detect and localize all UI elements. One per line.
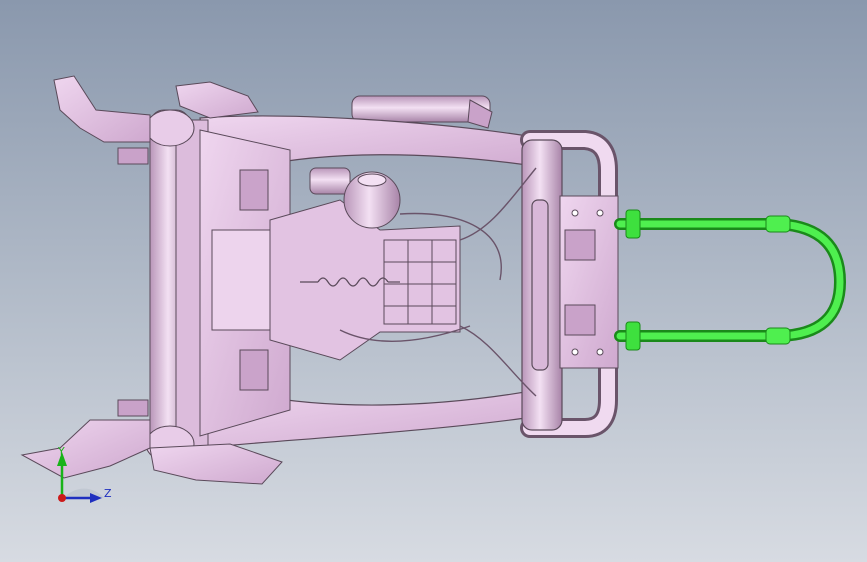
triad-y-label: Y bbox=[57, 445, 65, 458]
bowden-cables[interactable] bbox=[339, 167, 537, 397]
front-cross-tube[interactable] bbox=[145, 109, 209, 463]
seat-pan[interactable] bbox=[199, 129, 461, 437]
rear-bracket[interactable] bbox=[559, 195, 619, 369]
axis-triad: Y Z bbox=[57, 445, 112, 503]
tension-spring[interactable] bbox=[300, 277, 400, 287]
front-mechanism-bottom[interactable] bbox=[20, 399, 283, 485]
front-mechanism-top[interactable] bbox=[53, 75, 259, 165]
motor-unit[interactable] bbox=[309, 167, 401, 229]
triad-z-label: Z bbox=[104, 487, 112, 500]
highlighted-rod[interactable] bbox=[614, 209, 847, 351]
handle-grip[interactable] bbox=[351, 95, 493, 129]
